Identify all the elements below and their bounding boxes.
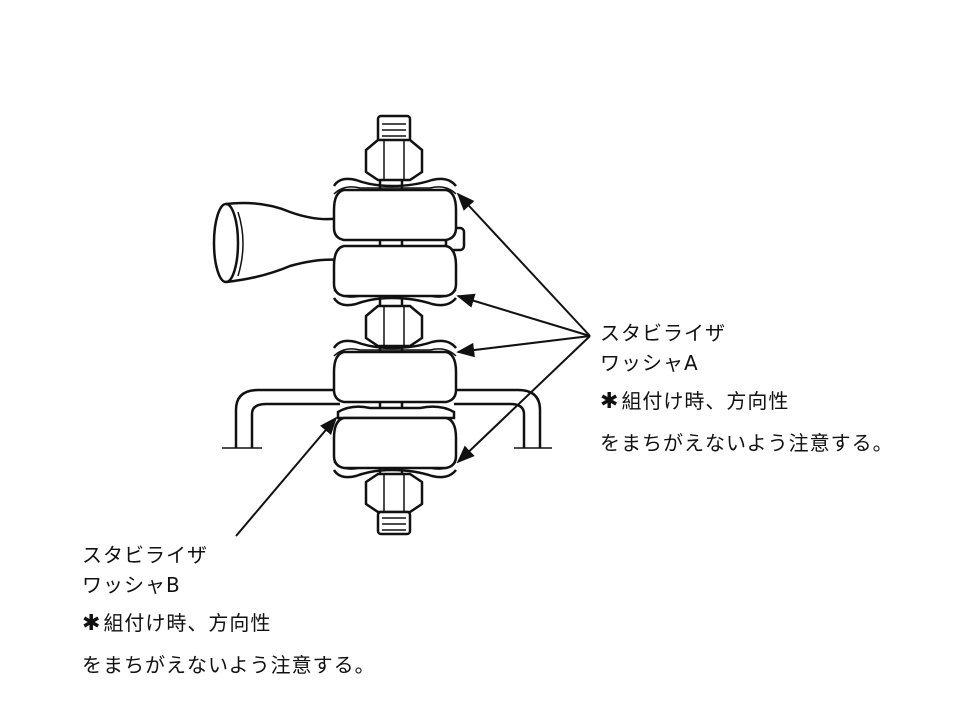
top-bolt-thread [376,114,412,144]
bottom-bolt-thread [376,510,412,536]
callout-b-note-line: ✱組付け時、方向性 [82,608,376,638]
leader-line-washer-b [235,416,338,537]
callout-a-mark: ✱ [600,389,620,414]
callout-b-note: 組付け時、方向性 [103,611,272,635]
bushing-lower-1 [332,339,458,404]
bushing-lower-2 [332,416,458,479]
callout-b-caution: をまちがえないよう注意する。 [82,653,376,677]
bottom-nut [364,472,424,514]
callout-b-mark: ✱ [82,611,102,636]
callout-a-note: 組付け時、方向性 [621,389,790,413]
callout-b-part: ワッシャB [82,573,181,597]
bushing-upper-2 [332,244,458,307]
callout-b-name: スタビライザ [82,543,208,567]
callout-a-caution: をまちがえないよう注意する。 [600,431,894,455]
bushing-upper-1 [332,177,458,242]
washer-b [336,405,456,420]
callout-washer-a: スタビライザ ワッシャA ✱組付け時、方向性 をまちがえないよう注意する。 [600,318,894,458]
callout-a-note-line: ✱組付け時、方向性 [600,386,894,416]
callout-washer-b: スタビライザ ワッシャB ✱組付け時、方向性 をまちがえないよう注意する。 [82,540,376,680]
middle-nut [364,304,424,348]
callout-a-name: スタビライザ [600,321,726,345]
top-nut [364,138,424,182]
callout-a-part: ワッシャA [600,351,699,375]
leader-lines-washer-a [456,192,591,464]
lower-frame-bracket [222,388,552,449]
